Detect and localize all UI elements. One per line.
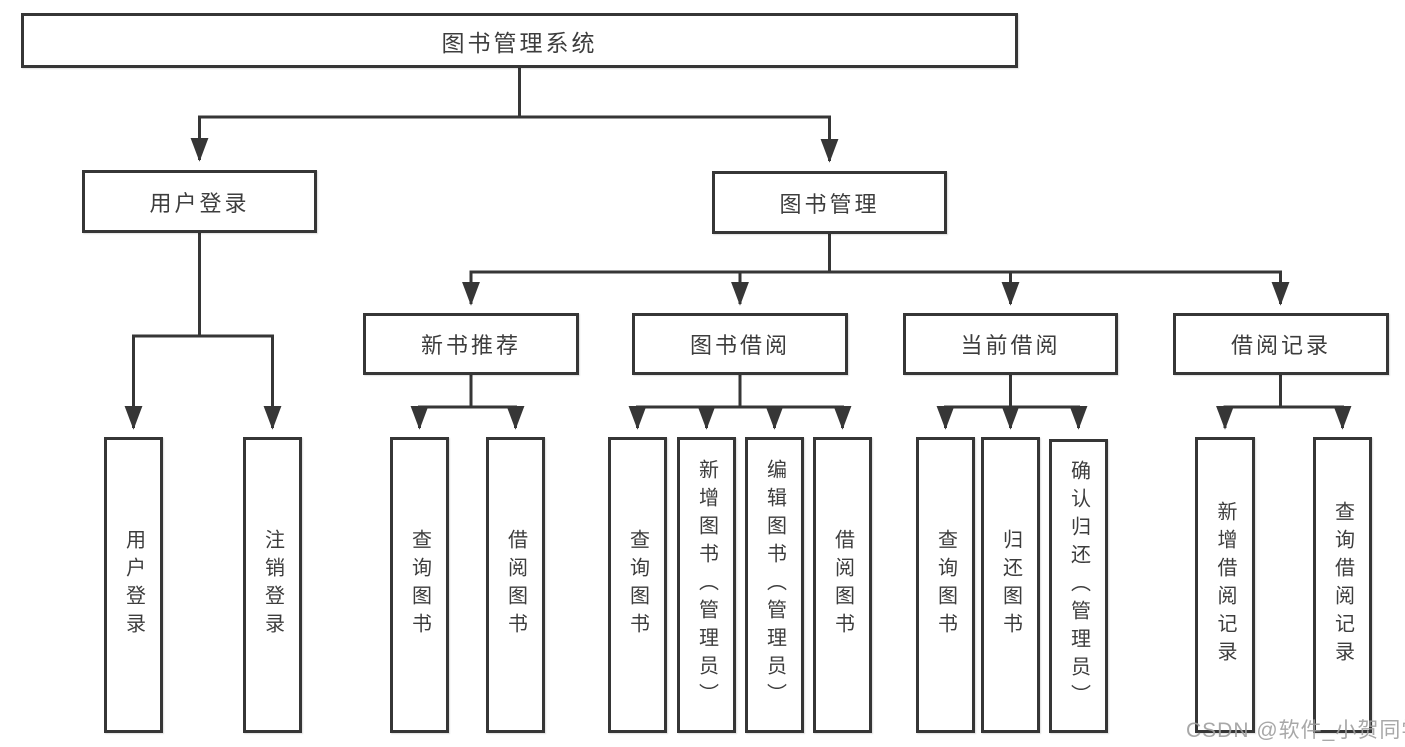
node-book-management: 图书管理 — [712, 171, 947, 234]
leaf-records-add-record: 新增借阅记录 — [1195, 437, 1255, 733]
leaf-current-confirm-return-admin: 确认归还（管理员） — [1049, 439, 1108, 733]
leaf-records-query-record: 查询借阅记录 — [1313, 437, 1372, 733]
leaf-borrow-query-books: 查询图书 — [608, 437, 667, 733]
leaf-logout: 注销登录 — [243, 437, 302, 733]
leaf-borrow-borrow-books: 借阅图书 — [813, 437, 872, 733]
leaf-borrow-add-books-admin: 新增图书（管理员） — [677, 437, 736, 733]
leaf-current-return-books: 归还图书 — [981, 437, 1040, 733]
node-borrow-records: 借阅记录 — [1173, 313, 1389, 375]
node-new-book-recommend: 新书推荐 — [363, 313, 579, 375]
node-root: 图书管理系统 — [21, 13, 1018, 68]
node-current-borrow: 当前借阅 — [903, 313, 1118, 375]
node-book-borrow: 图书借阅 — [632, 313, 848, 375]
csdn-watermark: CSDN @软件_小贺同学 — [1186, 719, 1405, 742]
leaf-newbook-borrow-books: 借阅图书 — [486, 437, 545, 733]
leaf-user-login: 用户登录 — [104, 437, 163, 733]
node-user-login: 用户登录 — [82, 170, 317, 233]
leaf-current-query-books: 查询图书 — [916, 437, 975, 733]
leaf-newbook-query-books: 查询图书 — [390, 437, 449, 733]
leaf-borrow-edit-books-admin: 编辑图书（管理员） — [745, 437, 804, 733]
